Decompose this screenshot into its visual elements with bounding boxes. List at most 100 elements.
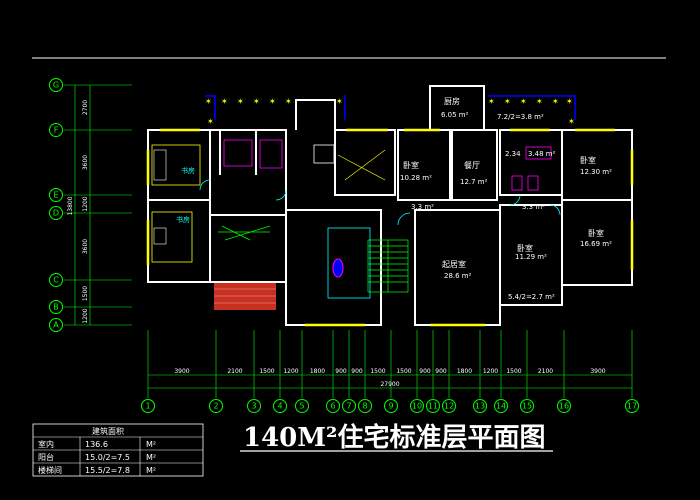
- dimension-value: 1200: [483, 368, 498, 375]
- axis-label: 6: [330, 402, 335, 411]
- axis-label: 5: [299, 402, 304, 411]
- axis-label: F: [54, 126, 59, 135]
- axis-label: 2: [213, 402, 218, 411]
- dimension-value: 2100: [227, 368, 242, 375]
- area-row-label: 阳台: [38, 452, 54, 462]
- room-area: 3.3 m²: [522, 203, 545, 211]
- furniture: [151, 139, 552, 299]
- area-table: 建筑面积 室内 136.6 M² 阳台 15.0/2=7.5 M² 楼梯间 15…: [32, 423, 204, 477]
- axis-label: 7: [346, 402, 351, 411]
- dimension-value: 1800: [310, 368, 325, 375]
- area-row-value: 15.5/2=7.8: [85, 466, 130, 475]
- axis-bubble: [342, 399, 356, 413]
- axis-bubble: [295, 399, 309, 413]
- axis-bubble: [209, 399, 223, 413]
- axis-label: 11: [428, 402, 438, 411]
- room-area: 10.28 m²: [400, 174, 432, 182]
- area-row-unit: M²: [146, 466, 156, 475]
- axis-bubble: [358, 399, 372, 413]
- axis-bubble: [49, 78, 63, 92]
- dimension-value: 1200: [283, 368, 298, 375]
- svg-text:✶: ✶: [552, 97, 559, 106]
- balcony-rails: [205, 95, 576, 120]
- room-area: 7.2/2=3.8 m²: [497, 113, 544, 121]
- axis-bubble: [49, 318, 63, 332]
- dimension-value: 2700: [82, 100, 89, 115]
- room-area: 12.7 m²: [460, 178, 488, 186]
- axis-bubble: [426, 399, 440, 413]
- stair: [367, 239, 409, 293]
- axis-bubble: [384, 399, 398, 413]
- svg-text:✶: ✶: [488, 97, 495, 106]
- axis-bubble: [49, 273, 63, 287]
- room-labels: 厨房 6.05 m² 7.2/2=3.8 m² 卧室 10.28 m² 餐厅 1…: [176, 96, 612, 301]
- room-area: 16.69 m²: [580, 240, 612, 248]
- dimension-value: 900: [419, 368, 431, 375]
- axis-bubble: [49, 206, 63, 220]
- dimension-total: 27900: [380, 381, 399, 388]
- room-area: 28.6 m²: [444, 272, 472, 280]
- dimension-value: 1500: [82, 286, 89, 301]
- dimension-value: 1500: [396, 368, 411, 375]
- axis-bubble: [473, 399, 487, 413]
- room-label: 卧室: [580, 155, 596, 165]
- axis-bubble: [49, 300, 63, 314]
- area-row-unit: M²: [146, 453, 156, 462]
- room-label: 卧室: [517, 243, 533, 253]
- axis-label: 16: [559, 402, 569, 411]
- room-area: 3.48 m²: [528, 150, 556, 158]
- room-label: 厨房: [444, 96, 460, 106]
- svg-text:✶: ✶: [205, 97, 212, 106]
- axis-label: 3: [251, 402, 256, 411]
- axis-label: 12: [444, 402, 454, 411]
- axis-bubble: [273, 399, 287, 413]
- room-area: 3.3 m²: [411, 203, 434, 211]
- dimension-value: 1500: [370, 368, 385, 375]
- axis-label: 14: [496, 402, 506, 411]
- svg-text:✶: ✶: [336, 97, 343, 106]
- axis-bubble: [247, 399, 261, 413]
- drawing-title: 140M²住宅标准层平面图: [243, 422, 545, 453]
- room-area: 12.30 m²: [580, 168, 612, 176]
- dimension-value: 900: [351, 368, 363, 375]
- area-row-value: 15.0/2=7.5: [85, 453, 130, 462]
- axis-bubble: [326, 399, 340, 413]
- axis-bubble: [49, 188, 63, 202]
- room-area: 5.4/2=2.7 m²: [508, 293, 555, 301]
- svg-text:✶: ✶: [269, 97, 276, 106]
- room-label: 起居室: [442, 259, 466, 269]
- axis-label: 10: [412, 402, 422, 411]
- axis-label: C: [53, 276, 59, 285]
- dimension-value: 3900: [174, 368, 189, 375]
- dimension-value: 1500: [506, 368, 521, 375]
- dimension-total: 13800: [67, 196, 74, 215]
- area-row-label: 楼梯间: [38, 465, 62, 475]
- room-label: 餐厅: [464, 161, 480, 170]
- area-row-label: 室内: [38, 439, 54, 449]
- room-label: 书房: [181, 166, 195, 175]
- room-area: 11.29 m²: [515, 253, 547, 261]
- axis-bubble: [557, 399, 571, 413]
- room-label: 卧室: [588, 228, 604, 238]
- dimension-value: 1500: [259, 368, 274, 375]
- room-label: 书房: [176, 215, 190, 224]
- dimension-value: 1200: [82, 196, 89, 211]
- axis-label: E: [53, 191, 58, 200]
- svg-text:✶: ✶: [221, 97, 228, 106]
- svg-text:✶: ✶: [568, 117, 575, 126]
- axis-label: 17: [627, 402, 637, 411]
- axis-bubble: [442, 399, 456, 413]
- axis-label: 15: [522, 402, 532, 411]
- svg-text:✶: ✶: [520, 97, 527, 106]
- axis-bubble: [494, 399, 508, 413]
- dimension-value: 3600: [82, 155, 89, 170]
- dimension-value: 2100: [538, 368, 553, 375]
- dimension-value: 3600: [82, 239, 89, 254]
- dimension-value: 3900: [590, 368, 605, 375]
- axis-label: 13: [475, 402, 485, 411]
- axis-label: G: [53, 81, 59, 90]
